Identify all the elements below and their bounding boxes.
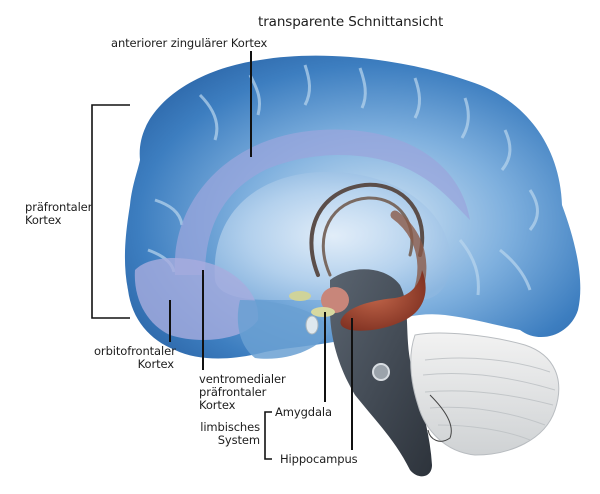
label-ventromedial-line1: ventromedialer [199, 372, 286, 386]
label-ventromedial-line3: Kortex [199, 398, 236, 412]
label-anterior-cingulate-cortex: anteriorer zingulärer Kortex [111, 36, 268, 50]
hippocampus-structure [340, 270, 426, 331]
label-limbic-line1: limbisches [200, 420, 260, 434]
leader-lines [91, 104, 272, 460]
pituitary [305, 315, 319, 335]
leader-line-amygdala [324, 312, 326, 402]
label-orbitofrontal-cortex: orbitofrontaler Kortex [94, 344, 176, 371]
label-hippocampus: Hippocampus [280, 452, 358, 466]
label-limbic-line2: System [217, 433, 260, 447]
label-limbic-system: limbisches System [190, 421, 260, 447]
label-orbitofrontal-line2: Kortex [137, 357, 174, 371]
optic-body [311, 307, 335, 317]
pons-highlight [372, 363, 390, 381]
label-ventromedial-prefrontal-cortex: ventromedialer präfrontaler Kortex [199, 373, 286, 412]
label-orbitofrontal-line1: orbitofrontaler [94, 344, 176, 358]
mammillary-body [289, 291, 311, 301]
amygdala-structure [321, 287, 349, 313]
label-prefrontal-line1: präfrontaler [25, 200, 93, 214]
diagram-title: transparente Schnittansicht [258, 14, 444, 30]
label-prefrontal-line2: Kortex [25, 213, 62, 227]
label-ventromedial-line2: präfrontaler [199, 385, 267, 399]
leader-line-anterior-cingulate [250, 51, 252, 157]
cerebellum [410, 332, 560, 456]
label-prefrontal-cortex: präfrontaler Kortex [25, 201, 92, 227]
label-amygdala: Amygdala [275, 405, 332, 419]
leader-line-ventromedial [202, 270, 204, 370]
leader-line-hippocampus [351, 318, 353, 450]
leader-line-orbitofrontal [169, 300, 171, 342]
